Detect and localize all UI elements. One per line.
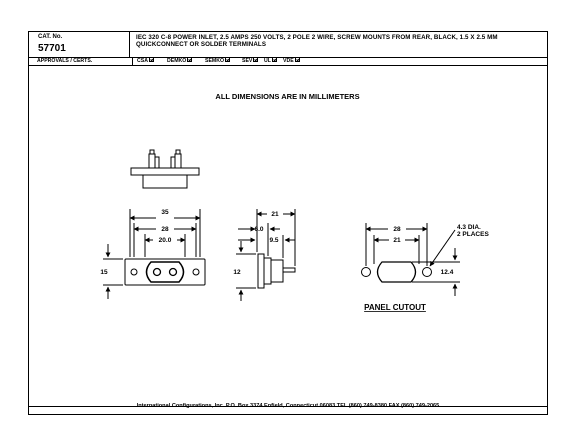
approval-label: DEMKO: [167, 58, 187, 64]
checkbox-icon: [294, 57, 300, 62]
front-view: [103, 209, 206, 299]
checkbox-icon: [148, 57, 154, 62]
dim-cutout-inner: 21: [393, 237, 401, 244]
dim-front-width: 35: [161, 209, 169, 216]
dim-front-socket: 20.0: [159, 237, 172, 244]
dim-front-inner: 28: [161, 226, 169, 233]
catalog-label: CAT. No.: [38, 34, 63, 40]
catalog-cell: CAT. No. 57701: [29, 32, 130, 57]
approval-csa: CSA: [137, 57, 154, 65]
checkbox-icon: [225, 57, 231, 62]
dim-front-height: 15: [100, 269, 108, 276]
approval-sev: SEV: [242, 57, 259, 65]
product-description: IEC 320 C-8 POWER INLET, 2.5 AMPS 250 VO…: [136, 34, 498, 48]
dim-cutout-width: 28: [393, 226, 401, 233]
hole-note-count: 2 PLACES: [457, 231, 489, 238]
panel-cutout-label: PANEL CUTOUT: [364, 303, 426, 312]
approval-label: SEMKO: [205, 58, 225, 64]
approval-label: SEV: [242, 58, 253, 64]
drawing-sheet: CAT. No. 57701 IEC 320 C-8 POWER INLET, …: [28, 31, 548, 415]
checkbox-icon: [187, 57, 193, 62]
approvals-title: APPROVALS / CERTS.: [37, 58, 93, 64]
dimension-note: ALL DIMENSIONS ARE IN MILLIMETERS: [215, 92, 360, 101]
approval-label: VDE: [283, 58, 294, 64]
catalog-number: 57701: [38, 43, 66, 54]
dim-cutout-height: 12.4: [441, 269, 454, 276]
approval-demko: DEMKO: [167, 57, 193, 65]
approval-semko: SEMKO: [205, 57, 231, 65]
hole-note-diameter: 4.3 DIA.: [457, 224, 481, 231]
side-view: [236, 209, 296, 301]
approvals-divider: [132, 57, 133, 65]
dim-side-body: 9.5: [269, 237, 278, 244]
company-footer: International Configurations, Inc. P.O. …: [136, 403, 440, 409]
approvals-row: APPROVALS / CERTS. CSA DEMKO SEMKO SEV U…: [29, 57, 547, 66]
approval-label: UL: [264, 58, 271, 64]
approval-ul: UL: [264, 57, 277, 65]
approval-vde: VDE: [283, 57, 300, 65]
dim-side-total: 21: [271, 211, 279, 218]
checkbox-icon: [253, 57, 259, 62]
panel-cutout: [361, 223, 460, 296]
title-block: CAT. No. 57701 IEC 320 C-8 POWER INLET, …: [29, 32, 547, 58]
top-view: [130, 149, 200, 189]
approval-label: CSA: [137, 58, 148, 64]
checkbox-icon: [271, 57, 277, 62]
dim-side-flange: 6.0: [254, 226, 263, 233]
footer-divider: [28, 406, 548, 407]
dim-side-height: 12: [233, 269, 241, 276]
